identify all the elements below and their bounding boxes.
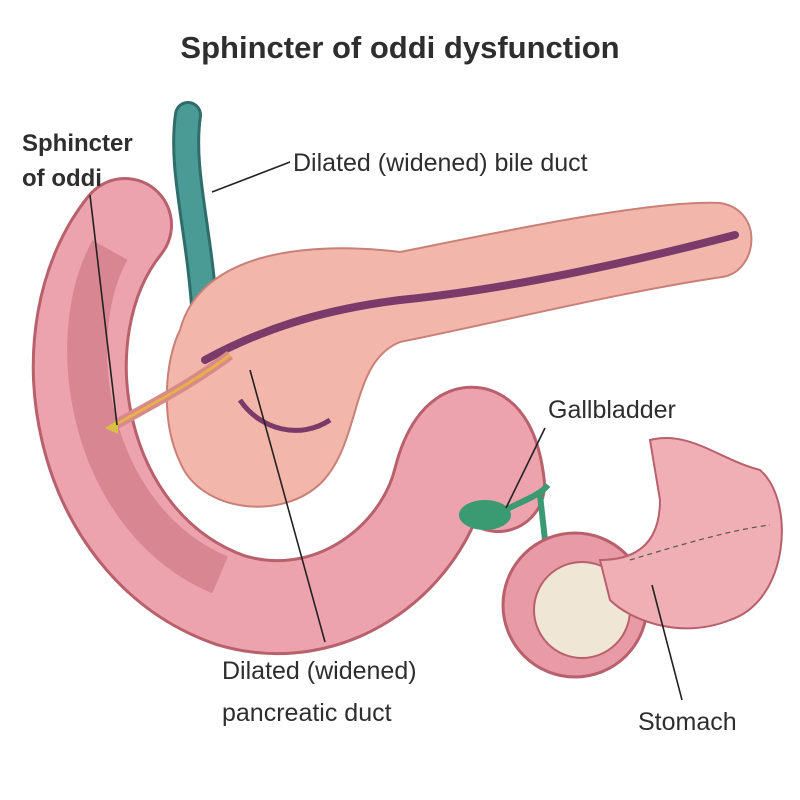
leader-gallbladder <box>505 427 546 509</box>
label-pancreatic-duct-line2: pancreatic duct <box>222 699 392 727</box>
leader-stomach <box>651 584 683 701</box>
label-stomach: Stomach <box>638 708 737 736</box>
pancreas <box>165 201 753 508</box>
label-sphincter-line2: of oddi <box>22 165 102 192</box>
duodenum <box>31 177 546 656</box>
leader-pancreatic-duct <box>249 369 326 643</box>
label-bile-duct: Dilated (widened) bile duct <box>293 149 588 177</box>
diagram-title: Sphincter of oddi dysfunction <box>180 30 619 65</box>
pancreatic-duct <box>201 231 739 364</box>
leader-sphincter <box>89 194 118 426</box>
stomach <box>598 437 783 630</box>
gallbladder <box>459 482 551 541</box>
label-pancreatic-duct-line1: Dilated (widened) <box>222 657 417 685</box>
label-sphincter-line1: Sphincter <box>22 130 133 157</box>
leader-bile-duct <box>211 161 291 193</box>
label-gallbladder: Gallbladder <box>548 396 676 424</box>
sphincter-of-oddi <box>105 350 233 434</box>
